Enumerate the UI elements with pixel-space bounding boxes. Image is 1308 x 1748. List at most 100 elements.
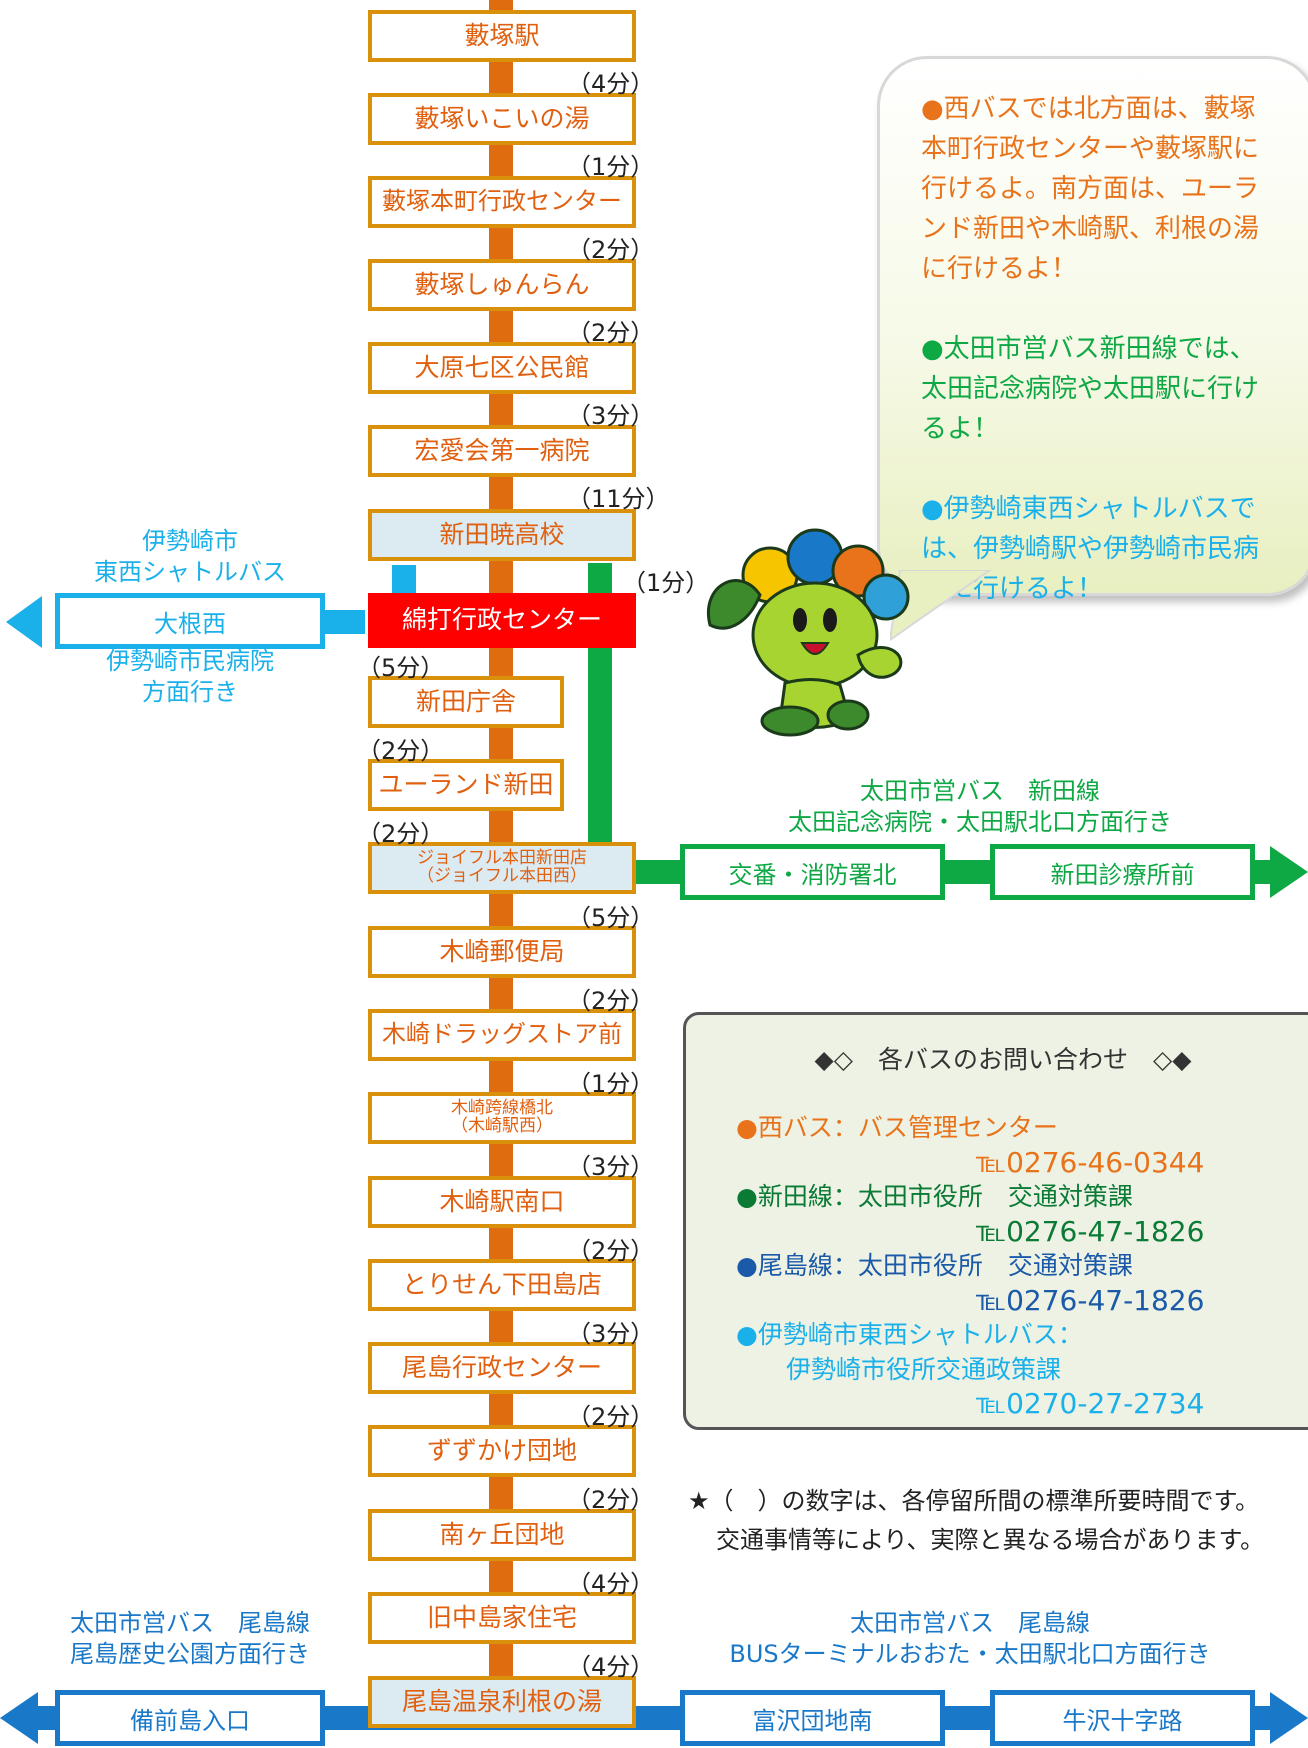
- stop-label: 南ヶ丘団地: [439, 1519, 565, 1549]
- travel-time: （1分）: [567, 153, 655, 181]
- stop-suzukake-danchi[interactable]: ずずかけ団地: [368, 1425, 636, 1477]
- bubble-line: ●西バスでは北方面は、藪塚: [921, 94, 1256, 124]
- travel-time: （4分）: [567, 1570, 655, 1598]
- inquiry-nishi-tel[interactable]: ℡0276-46-0344: [976, 1145, 1205, 1179]
- stop-label: 宏愛会第一病院: [414, 435, 590, 465]
- stop-label: 新田暁高校: [439, 519, 565, 549]
- stop-label: 木崎駅南口: [439, 1186, 565, 1216]
- stop-onenishi[interactable]: 大根西: [55, 593, 325, 649]
- inquiry-nitta: ●新田線：太田市役所 交通対策課: [736, 1182, 1133, 1211]
- ojima-west-caption-line: 尾島歴史公園方面行き: [70, 1640, 310, 1669]
- stop-tomizawa-danchi-minami[interactable]: 富沢団地南: [680, 1690, 945, 1746]
- stop-nitta-akatsuki[interactable]: 新田暁高校: [368, 509, 636, 561]
- travel-time: （2分）: [567, 236, 655, 264]
- inquiry-isesaki-tel[interactable]: ℡0270-27-2734: [976, 1387, 1205, 1420]
- stop-bizenjima-iriguchi[interactable]: 備前島入口: [55, 1690, 325, 1746]
- stop-kizaki-minamiguchi[interactable]: 木崎駅南口: [368, 1176, 636, 1228]
- stop-yabuzuka-gyosei[interactable]: 藪塚本町行政センター: [368, 176, 636, 228]
- travel-time: （4分）: [567, 1653, 655, 1681]
- stop-yabuzuka-station[interactable]: 藪塚駅: [368, 10, 636, 62]
- stop-nitta-shinryojo[interactable]: 新田診療所前: [990, 844, 1255, 900]
- stop-ojima-tonenoyu[interactable]: 尾島温泉利根の湯: [368, 1676, 636, 1728]
- ojima-west-arrow-icon: [0, 1692, 38, 1744]
- stop-label-main: ジョイフル本田新田店: [417, 848, 587, 869]
- shuttle-caption: 伊勢崎市 東西シャトルバス: [75, 526, 305, 588]
- travel-time: （2分）: [567, 319, 655, 347]
- bubble-line: ●太田市営バス新田線では、: [921, 334, 1256, 364]
- stop-kyu-nakajima[interactable]: 旧中島家住宅: [368, 1592, 636, 1644]
- stop-label: 大原七区公民館: [414, 352, 590, 382]
- bubble-line: 行けるよ。南方面は、ユーラ: [921, 174, 1260, 204]
- stop-ohara-kominkan[interactable]: 大原七区公民館: [368, 342, 636, 394]
- inquiry-ojima: ●尾島線：太田市役所 交通対策課: [736, 1251, 1133, 1280]
- stop-yabuzuka-shunran[interactable]: 藪塚しゅんらん: [368, 259, 636, 311]
- stop-label: 交番・消防署北: [728, 860, 897, 889]
- ojima-east-arrow-icon: [1270, 1692, 1308, 1744]
- travel-time: （11分）: [567, 485, 670, 513]
- bubble-line: ●伊勢崎東西シャトルバスで: [921, 494, 1256, 524]
- shuttle-caption-line: 東西シャトルバス: [94, 558, 286, 587]
- travel-time: （2分）: [567, 987, 655, 1015]
- shuttle-caption-line: 伊勢崎市: [142, 527, 238, 555]
- stop-label: 綿打行政センター: [401, 605, 602, 635]
- inquiry-box: ◆◇ 各バスのお問い合わせ ◇◆ ●西バス：バス管理センター ℡0276-46-…: [683, 1012, 1308, 1430]
- stop-label: 藪塚しゅんらん: [414, 269, 590, 299]
- stop-label: 尾島温泉利根の湯: [401, 1686, 602, 1716]
- travel-time: （2分）: [357, 737, 445, 765]
- shuttle-destination-line: 方面行き: [142, 678, 238, 707]
- travel-time: （1分）: [567, 1070, 655, 1098]
- travel-time: （2分）: [357, 820, 445, 848]
- bubble-paragraph: ●太田市営バス新田線では、 太田記念病院や太田駅に行け るよ！: [921, 329, 1288, 449]
- stop-label: 木崎郵便局: [439, 936, 565, 966]
- bubble-line: 本町行政センターや藪塚駅に: [921, 134, 1260, 164]
- stop-minamigaoka-danchi[interactable]: 南ヶ丘団地: [368, 1509, 636, 1561]
- shuttle-destination: 伊勢崎市民病院 方面行き: [75, 646, 305, 708]
- inquiry-isesaki-office: 伊勢崎市役所交通政策課: [786, 1354, 1062, 1384]
- inquiry-ojima-tel[interactable]: ℡0276-47-1826: [976, 1283, 1205, 1317]
- inquiry-nishi: ●西バス：バス管理センター: [736, 1113, 1058, 1142]
- bubble-line: は、伊勢崎駅や伊勢崎市民病: [921, 534, 1260, 564]
- bubble-line: るよ！: [921, 414, 1000, 444]
- stop-koaikai-hospital[interactable]: 宏愛会第一病院: [368, 425, 636, 477]
- stop-watauchi-gyosei[interactable]: 綿打行政センター: [368, 593, 636, 648]
- stop-label: 新田診療所前: [1050, 860, 1195, 889]
- travel-time: （2分）: [567, 1486, 655, 1514]
- stop-ojima-gyosei[interactable]: 尾島行政センター: [368, 1342, 636, 1394]
- stop-label: 富沢団地南: [752, 1706, 873, 1735]
- stop-koban-shobosho[interactable]: 交番・消防署北: [680, 844, 945, 900]
- stop-label: 藪塚駅: [464, 20, 540, 50]
- stop-ushizawa-jujiro[interactable]: 牛沢十字路: [990, 1690, 1255, 1746]
- inquiry-nitta-tel[interactable]: ℡0276-47-1826: [976, 1214, 1205, 1248]
- travel-time: （5分）: [357, 654, 445, 682]
- stop-label: ユーランド新田: [378, 769, 554, 799]
- stop-torisen-shimotajima[interactable]: とりせん下田島店: [368, 1259, 636, 1311]
- stop-joyful-honda[interactable]: ジョイフル本田新田店 （ジョイフル本田西）: [368, 842, 636, 894]
- stop-label: 牛沢十字路: [1062, 1706, 1183, 1735]
- stop-yabuzuka-ikoi[interactable]: 藪塚いこいの湯: [368, 93, 636, 145]
- ojima-west-caption-line: 太田市営バス 尾島線: [70, 1609, 310, 1637]
- stop-label: 藪塚いこいの湯: [414, 103, 590, 133]
- speech-bubble: ●西バスでは北方面は、藪塚 本町行政センターや藪塚駅に 行けるよ。南方面は、ユー…: [877, 56, 1308, 604]
- stop-label: 旧中島家住宅: [426, 1602, 577, 1632]
- inquiry-title: ◆◇ 各バスのお問い合わせ ◇◆: [814, 1045, 1192, 1074]
- bubble-line: に行けるよ！: [921, 254, 1078, 284]
- travel-time: （3分）: [567, 402, 655, 430]
- travel-time: （3分）: [567, 1153, 655, 1181]
- stop-label: 木崎ドラッグストア前: [382, 1020, 622, 1049]
- stop-yuland-nitta[interactable]: ユーランド新田: [368, 759, 564, 811]
- stop-nitta-chosha[interactable]: 新田庁舎: [368, 676, 564, 728]
- inquiry-rows: ●西バス：バス管理センター ℡0276-46-0344 ●新田線：太田市役所 交…: [736, 1111, 1204, 1422]
- nitta-arrow-icon: [1270, 846, 1308, 898]
- stop-kizaki-kosenkyo[interactable]: 木崎跨線橋北 （木崎駅西）: [368, 1092, 636, 1144]
- bubble-paragraph: ●西バスでは北方面は、藪塚 本町行政センターや藪塚駅に 行けるよ。南方面は、ユー…: [921, 89, 1288, 289]
- nitta-caption-line: 太田市営バス 新田線: [860, 777, 1100, 805]
- stop-kizaki-post[interactable]: 木崎郵便局: [368, 926, 636, 978]
- stop-label-sub: （ジョイフル本田西）: [417, 866, 587, 886]
- stop-label: ずずかけ団地: [426, 1435, 577, 1465]
- stop-label: 大根西: [154, 609, 226, 638]
- travel-time: （1分）: [622, 569, 710, 597]
- bubble-line: ンド新田や木崎駅、利根の湯: [921, 214, 1260, 244]
- stop-label-sub: （木崎駅西）: [451, 1116, 553, 1136]
- stop-kizaki-drugstore[interactable]: 木崎ドラッグストア前: [368, 1009, 636, 1061]
- stop-label: 備前島入口: [130, 1706, 250, 1735]
